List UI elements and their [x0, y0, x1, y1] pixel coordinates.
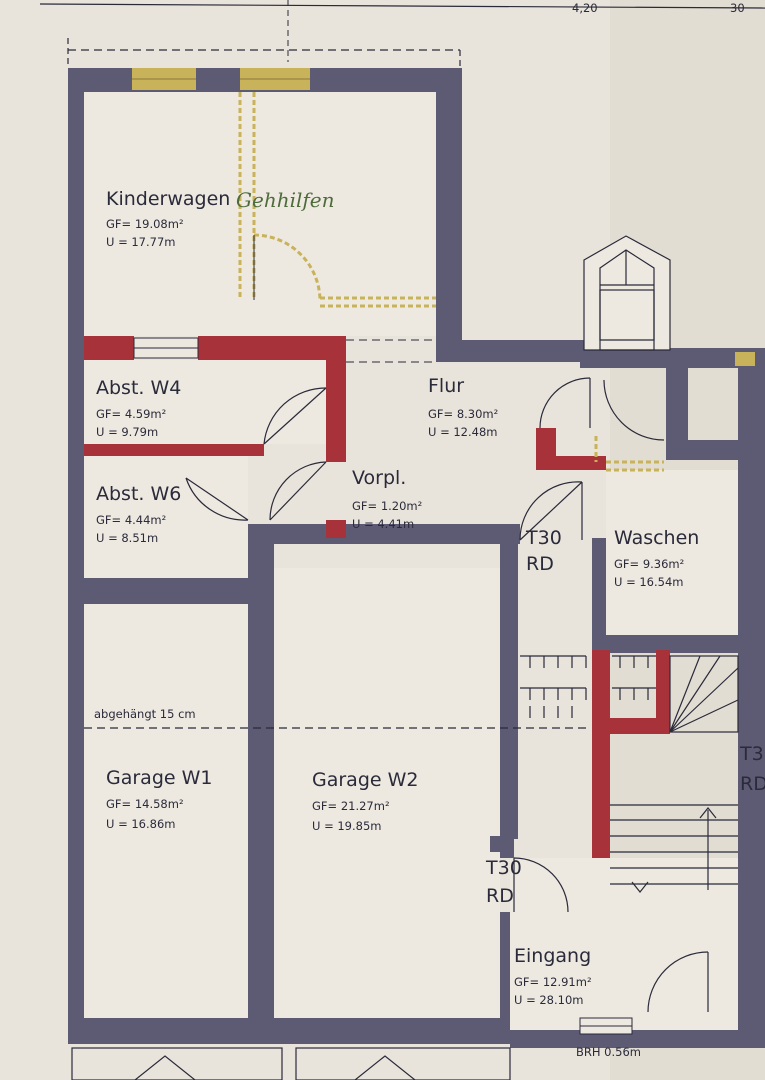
room-floors	[84, 92, 738, 1030]
room-name-kinderwagen: Kinderwagen	[106, 188, 230, 210]
room-name-garage-w2: Garage W2	[312, 769, 419, 791]
room-perimeter-waschen: U = 16.54m	[614, 575, 684, 589]
room-name-vorpl: Vorpl.	[352, 467, 406, 489]
top-dimension-line: 4,20 30	[39, 1, 765, 15]
room-area-abst-w4: GF= 4.59m²	[96, 407, 166, 421]
room-perimeter-kinderwagen: U = 17.77m	[106, 235, 176, 249]
gehhilfen-outline	[238, 92, 436, 308]
door-swings	[185, 377, 709, 1013]
room-perimeter-garage-w2: U = 19.85m	[312, 819, 382, 833]
walls	[68, 68, 765, 1048]
ceiling-tick-marks	[520, 655, 656, 718]
room-area-flur: GF= 8.30m²	[428, 407, 498, 421]
roof-window-symbol	[583, 235, 671, 351]
waschen-dashed-outline	[594, 436, 664, 472]
dimension-label-2: 30	[730, 1, 745, 15]
room-perimeter-flur: U = 12.48m	[428, 425, 498, 439]
note-abgehaengt: abgehängt 15 cm	[94, 707, 196, 721]
fire-walls	[84, 336, 670, 895]
room-name-eingang: Eingang	[514, 945, 591, 967]
room-area-kinderwagen: GF= 19.08m²	[106, 217, 184, 231]
column-stub	[490, 836, 506, 852]
dimension-label-1: 4,20	[572, 1, 598, 15]
door-rd-t30-right: RD	[740, 773, 765, 795]
windows	[132, 68, 755, 366]
bottom-outline	[71, 1017, 633, 1080]
room-area-eingang: GF= 12.91m²	[514, 975, 592, 989]
room-name-waschen: Waschen	[614, 527, 699, 549]
door-type-t30-upper: T30	[525, 527, 562, 549]
room-perimeter-eingang: U = 28.10m	[514, 993, 584, 1007]
room-perimeter-abst-w4: U = 9.79m	[96, 425, 158, 439]
room-name-garage-w1: Garage W1	[106, 767, 213, 789]
door-type-t30-right: T3	[739, 743, 764, 765]
room-name-abst-w6: Abst. W6	[96, 483, 181, 505]
room-area-garage-w2: GF= 21.27m²	[312, 799, 390, 813]
room-area-vorpl: GF= 1.20m²	[352, 499, 422, 513]
room-perimeter-garage-w1: U = 16.86m	[106, 817, 176, 831]
room-area-waschen: GF= 9.36m²	[614, 557, 684, 571]
room-area-abst-w6: GF= 4.44m²	[96, 513, 166, 527]
note-brh: BRH 0.56m	[576, 1045, 641, 1059]
room-perimeter-vorpl: U = 4.41m	[352, 517, 414, 531]
staircase	[610, 655, 739, 893]
door-type-t30-lower: T30	[485, 857, 522, 879]
door-rd-t30-upper: RD	[526, 553, 554, 575]
room-name-flur: Flur	[428, 375, 464, 397]
room-name-abst-w4: Abst. W4	[96, 377, 181, 399]
room-perimeter-abst-w6: U = 8.51m	[96, 531, 158, 545]
room-area-garage-w1: GF= 14.58m²	[106, 797, 184, 811]
door-rd-t30-lower: RD	[486, 885, 514, 907]
handwritten-gehhilfen: Gehhilfen	[236, 188, 335, 212]
